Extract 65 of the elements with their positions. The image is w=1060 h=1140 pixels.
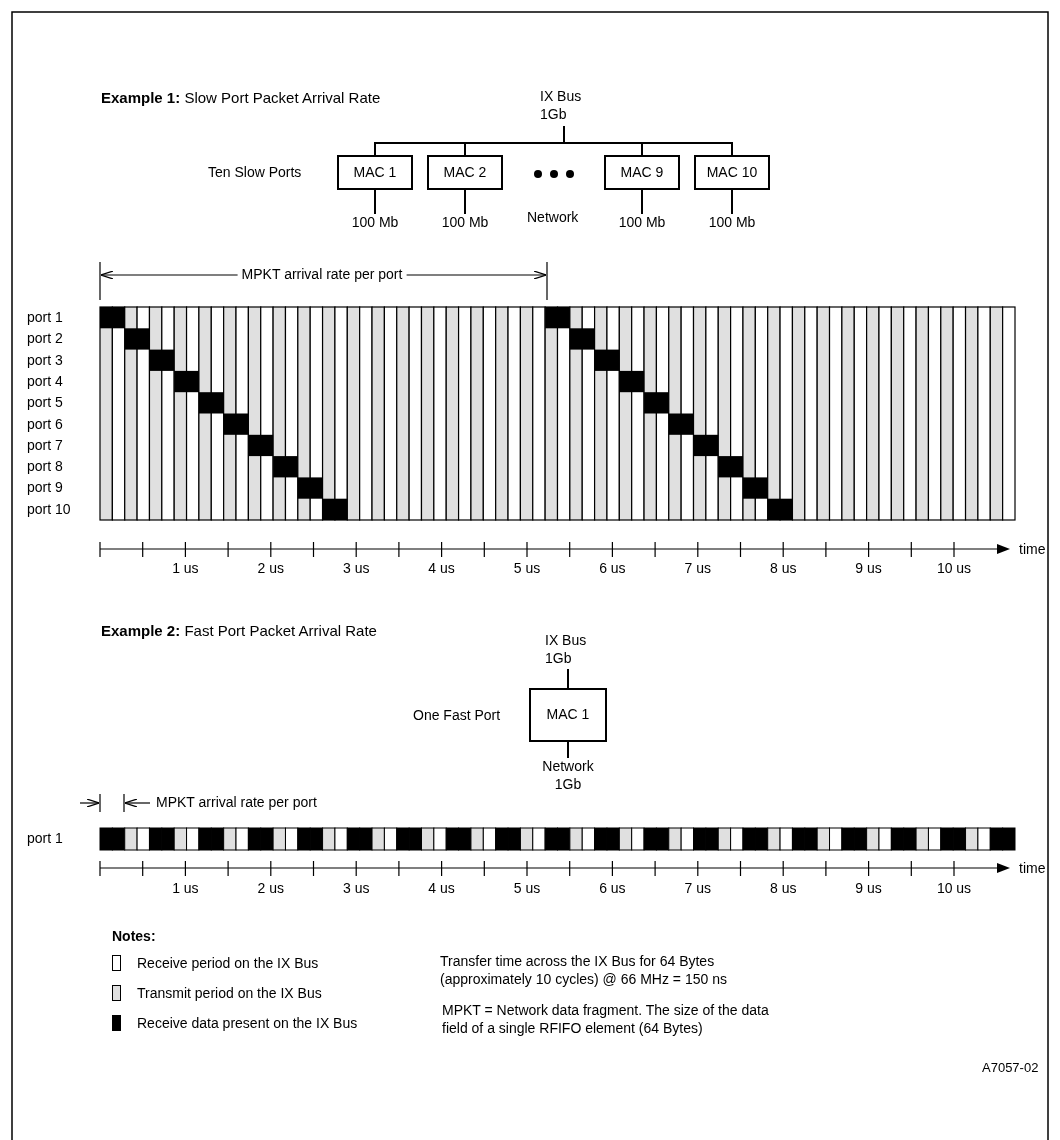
- node-label: IX Bus 1Gb: [540, 88, 590, 126]
- tick-label: 3 us: [342, 880, 370, 897]
- section-heading: Example 1: Slow Port Packet Arrival Rate: [101, 89, 381, 107]
- tick-label: 9 us: [855, 560, 882, 577]
- group-label: One Fast Port: [413, 707, 501, 724]
- axis-label: time: [1019, 860, 1046, 877]
- tick-label: 2 us: [257, 880, 285, 897]
- tick-label: 7 us: [684, 880, 712, 897]
- group-label: Ten Slow Ports: [208, 164, 302, 181]
- port-label: port 10: [27, 500, 71, 518]
- port-label: port 2: [27, 330, 63, 348]
- tick-label: 8 us: [769, 880, 797, 897]
- axis-label: time: [1019, 541, 1046, 558]
- dimension-label: MPKT arrival rate per port: [237, 266, 407, 283]
- port-label: port 5: [27, 394, 63, 411]
- tick-label: 1 us: [172, 880, 199, 897]
- node-label: 100 Mb: [435, 214, 495, 236]
- mac-box: MAC 1: [337, 155, 413, 190]
- legend-text: Receive period on the IX Bus: [137, 955, 319, 972]
- tick-label: 9 us: [855, 880, 882, 897]
- tick-label: 6 us: [599, 880, 626, 897]
- connector-line: [464, 189, 466, 215]
- port-label: port 6: [27, 415, 63, 433]
- tick-label: 1 us: [172, 560, 199, 577]
- mac-box: MAC 10: [694, 155, 770, 190]
- tick-label: 10 us: [936, 560, 972, 577]
- mac-box: MAC 1: [529, 688, 607, 742]
- connector-line: [731, 189, 733, 215]
- port-label: port 8: [27, 458, 63, 475]
- port-label: port 7: [27, 436, 63, 454]
- node-label: 100 Mb: [345, 214, 405, 236]
- network-label: Network: [527, 209, 579, 226]
- note-text: Transfer time across the IX Bus for 64 Bytes (approximately 10 cycles) @ 66 MHz = 150 ns: [440, 952, 728, 989]
- connector-line: [374, 189, 376, 215]
- port-label: port 1: [27, 830, 63, 847]
- tick-label: 10 us: [936, 880, 972, 897]
- legend-text: Receive data present on the IX Bus: [137, 1015, 358, 1032]
- tick-label: 3 us: [342, 560, 370, 577]
- dimension-label: MPKT arrival rate per port: [156, 794, 317, 811]
- mac-box: MAC 2: [427, 155, 503, 190]
- connector-line: [567, 741, 569, 759]
- connector-line: [567, 668, 569, 689]
- section-heading: Example 2: Fast Port Packet Arrival Rate: [101, 622, 377, 640]
- tick-label: 5 us: [513, 880, 541, 897]
- node-label: 100 Mb: [612, 214, 672, 236]
- legend-text: Transmit period on the IX Bus: [137, 985, 322, 1002]
- mac-box: MAC 9: [604, 155, 680, 190]
- note-text: MPKT = Network data fragment. The size of the data field of a single RFIFO element (64 Bytes): [442, 1001, 770, 1038]
- node-label: 100 Mb: [702, 214, 762, 236]
- tick-label: 5 us: [513, 560, 541, 577]
- tick-label: 2 us: [257, 560, 285, 577]
- port-label: port 9: [27, 479, 63, 497]
- tick-label: 4 us: [428, 560, 455, 577]
- node-label: IX Bus 1Gb: [545, 632, 595, 669]
- connector-line: [641, 189, 643, 215]
- port-label: port 1: [27, 309, 63, 326]
- port-label: port 3: [27, 351, 63, 369]
- tick-label: 7 us: [684, 560, 712, 577]
- figure-id: A7057-02: [982, 1060, 1039, 1076]
- tick-label: 8 us: [769, 560, 797, 577]
- tick-label: 4 us: [428, 880, 455, 897]
- node-label: Network 1Gb: [534, 758, 602, 794]
- tick-label: 6 us: [599, 560, 626, 577]
- notes-heading: Notes:: [112, 928, 156, 945]
- port-label: port 4: [27, 372, 63, 390]
